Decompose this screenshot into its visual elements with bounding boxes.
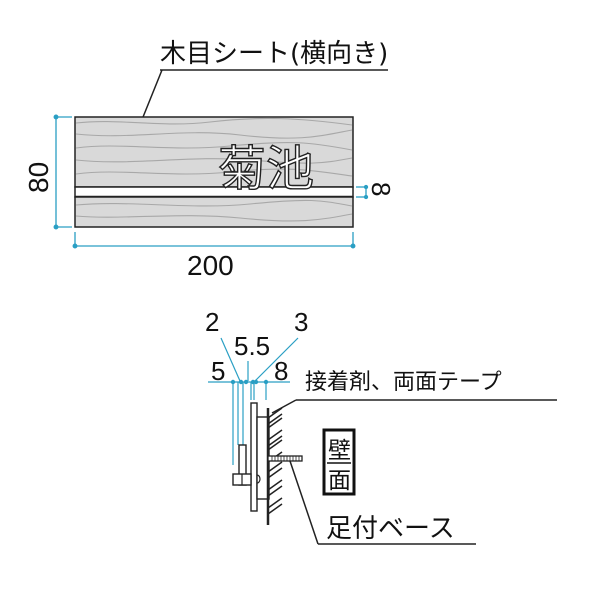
dim-3-label: 3	[294, 307, 308, 337]
side-view: 2 3 5.5 5 8 接着剤、両面テープ	[205, 307, 557, 545]
wood-sheet-callout-label: 木目シート(横向き)	[160, 39, 388, 69]
base-callout-label: 足付ベース	[326, 514, 455, 544]
dim-height	[53, 114, 72, 230]
dim-width	[72, 232, 356, 249]
nameplate-name-text: 菊池	[218, 141, 314, 197]
dim-8-label: 8	[274, 356, 288, 386]
wall-hatching	[267, 407, 283, 515]
nameplate-lower-panel	[74, 196, 354, 228]
dim-slot	[356, 184, 369, 200]
wood-grain-upper	[75, 117, 353, 177]
dim-slot-label: 8	[366, 182, 396, 196]
wall-label-top: 壁	[328, 438, 351, 464]
adhesive-callout-label: 接着剤、両面テープ	[305, 370, 502, 395]
dim-height-label: 80	[23, 162, 54, 193]
front-view: 木目シート(横向き) 菊池 8	[23, 39, 396, 281]
wall-label-box	[322, 428, 356, 496]
side-nameplate	[250, 402, 258, 512]
dim-5-5-label: 5.5	[234, 331, 270, 361]
dim-5-label: 5	[211, 356, 225, 386]
dim-2-label: 2	[205, 307, 219, 337]
wood-grain-lower	[75, 199, 353, 222]
dim-width-label: 200	[187, 250, 234, 281]
wall-label-bottom: 面	[328, 468, 351, 494]
side-dimension-lines	[208, 337, 299, 465]
base-leader	[289, 460, 319, 545]
adhesive-leader	[271, 399, 297, 414]
nameplate-upper-panel	[74, 116, 354, 188]
anchor-screw	[267, 455, 303, 462]
